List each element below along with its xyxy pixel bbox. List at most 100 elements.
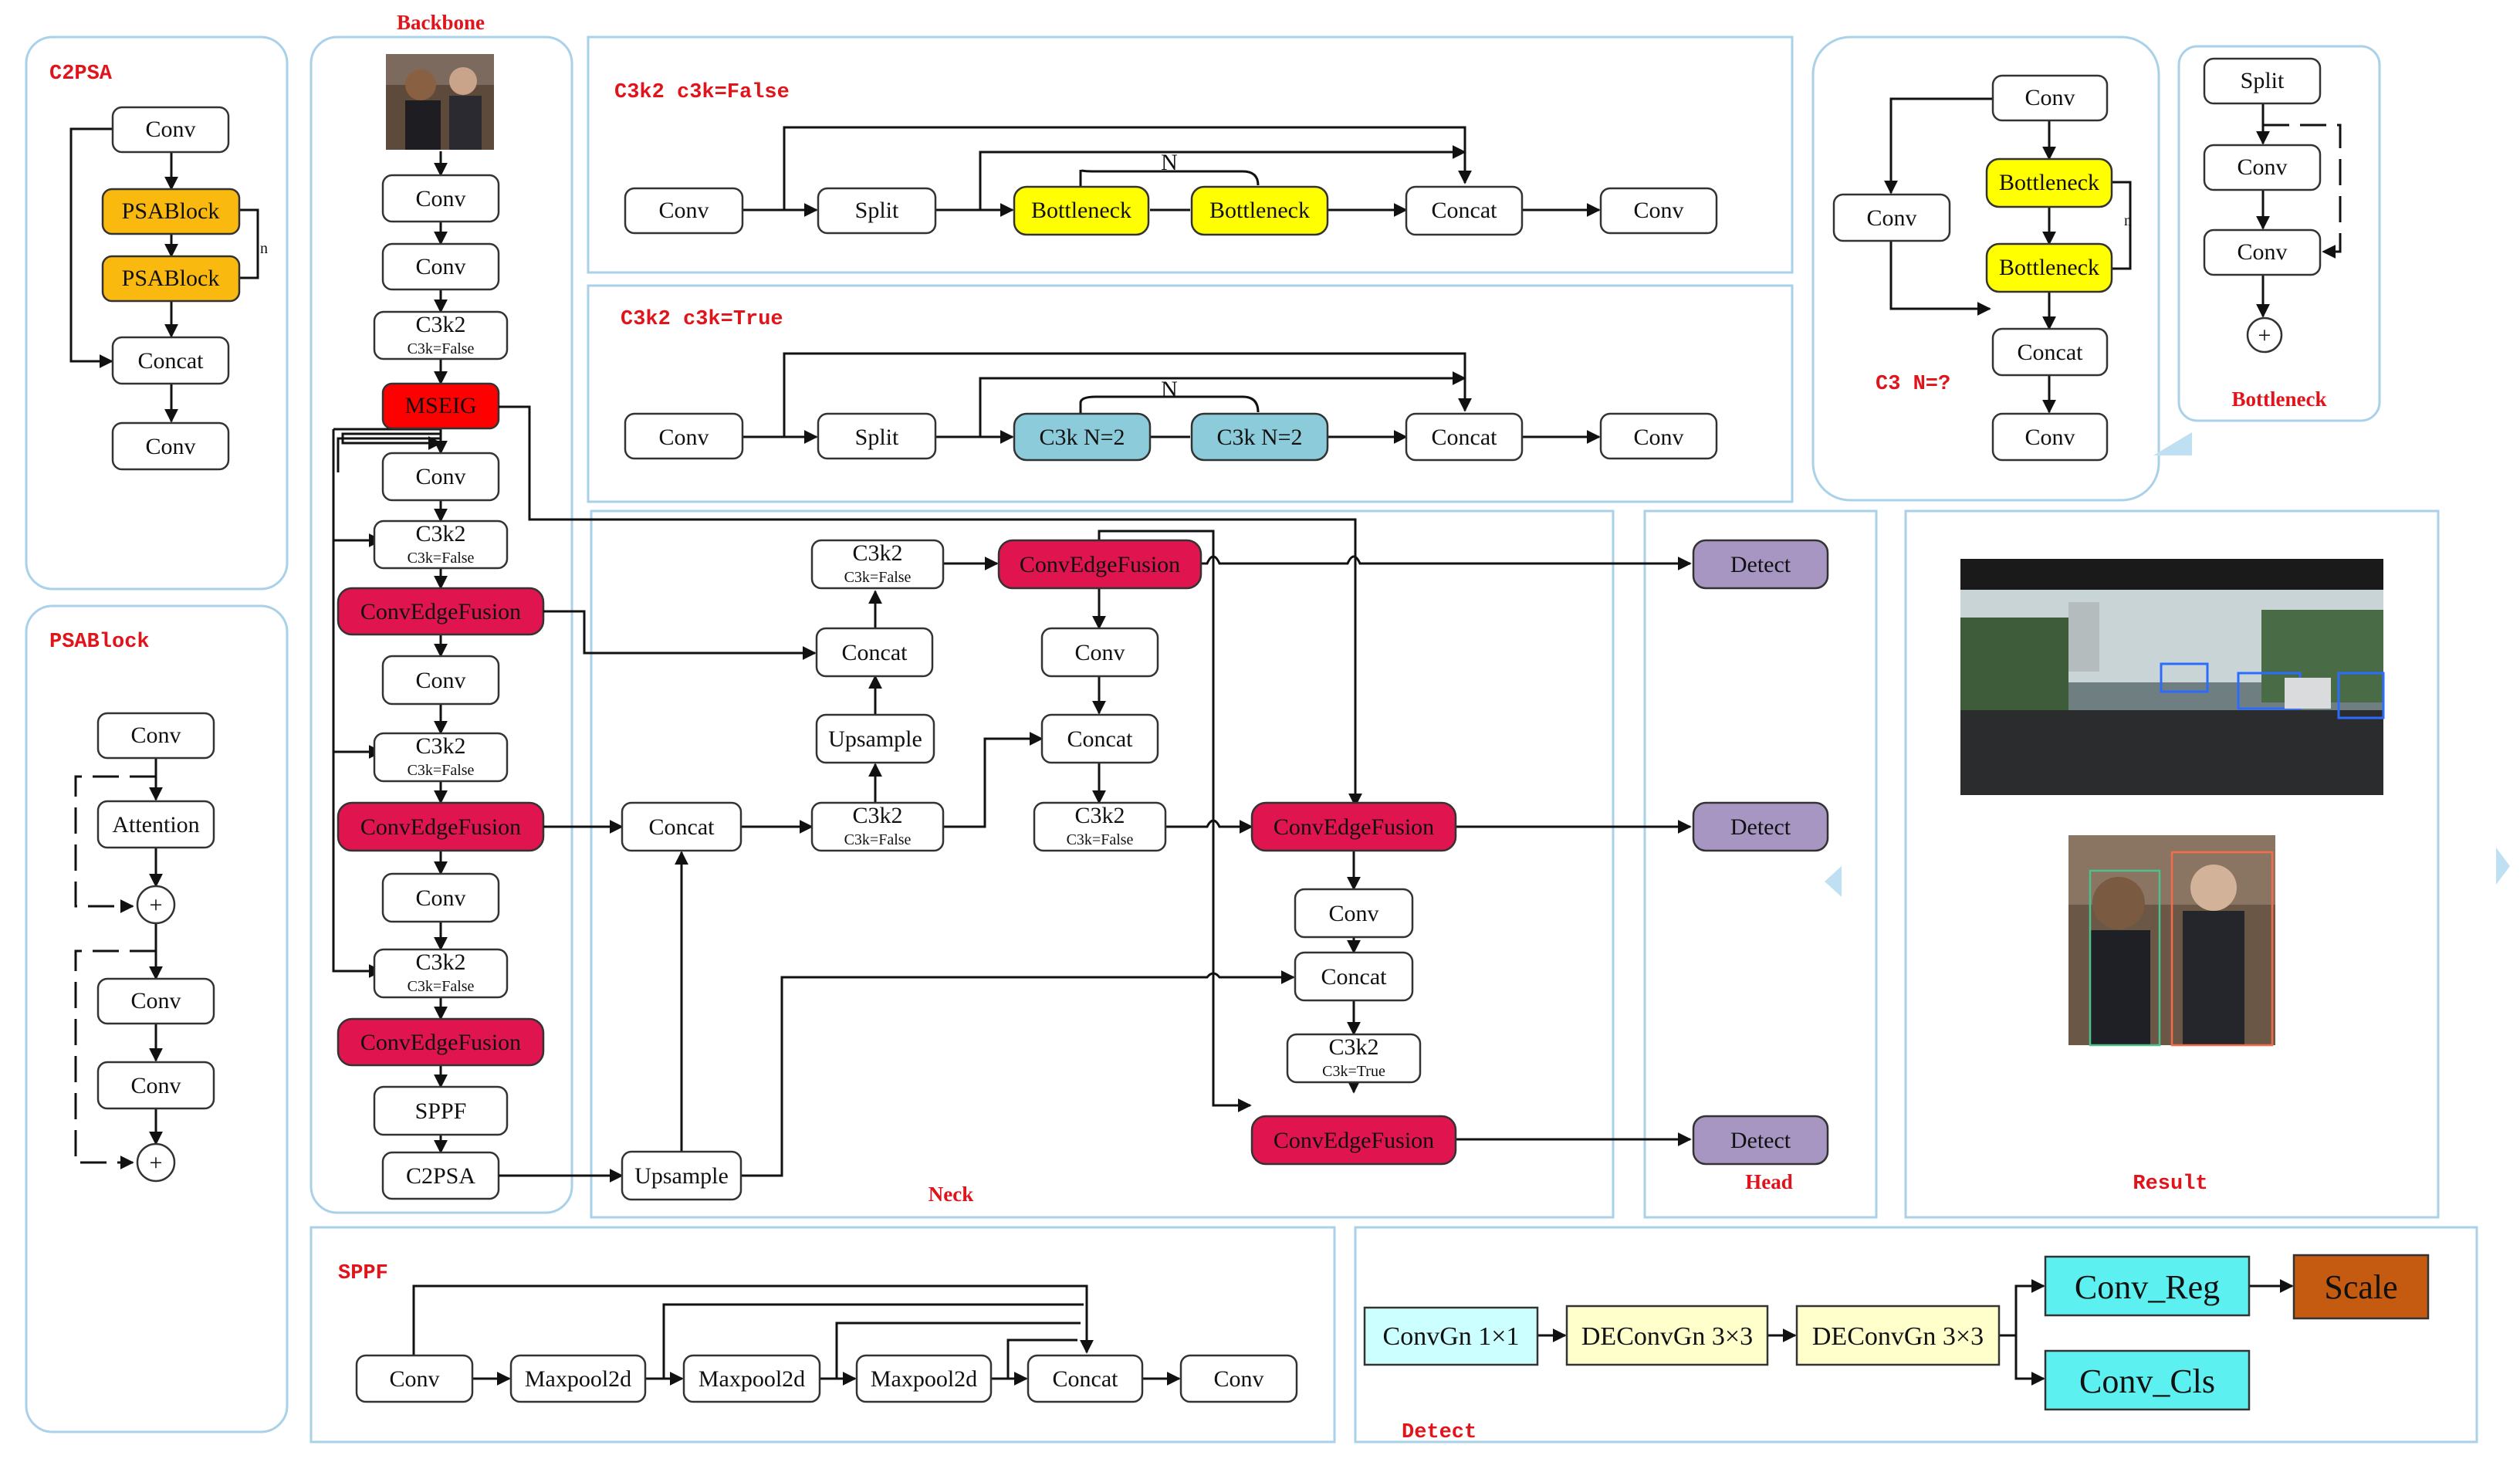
backbone-sppf: SPPF <box>415 1098 467 1124</box>
psablock-block: Conv Attention + Conv Conv + <box>74 712 215 1183</box>
backbone-mseig: MSEIG <box>404 393 476 418</box>
bottleneck-block: Split Conv Conv + <box>2203 57 2342 354</box>
c2psa-conv-bottom: Conv <box>145 434 195 459</box>
backbone-conv-2: Conv <box>415 254 465 279</box>
c3-block: n Conv Conv Bottleneck Bottleneck Concat… <box>1832 74 2132 462</box>
bottleneck-title: Bottleneck <box>2232 387 2327 411</box>
neck-conv-top: Conv <box>1074 640 1125 665</box>
neck-concat-top: Concat <box>842 640 908 665</box>
psablock-title: PSABlock <box>49 631 150 654</box>
c3-conv-bottom: Conv <box>2024 425 2075 450</box>
sppf-maxpool-1: Maxpool2d <box>525 1366 631 1392</box>
head-detect-2: Detect <box>1730 814 1791 840</box>
backbone-title: Backbone <box>397 11 485 34</box>
c3-triangle-decor <box>2153 432 2192 455</box>
c3k2-true-block: N Conv Split C3k N=2 C3k N=2 Concat Conv <box>624 352 1718 462</box>
neck-concat-lower: Concat <box>1321 964 1388 990</box>
c3-conv-top: Conv <box>2024 85 2075 110</box>
c2psa-n-label: n <box>260 240 268 257</box>
bottleneck-conv-1: Conv <box>2237 154 2287 180</box>
detect-conv-reg: Conv_Reg <box>2075 1268 2220 1306</box>
sppf-maxpool-3: Maxpool2d <box>871 1366 977 1392</box>
backbone-c3k2-3-sub: C3k=False <box>408 762 475 779</box>
neck-c3k2-lower: C3k2 <box>1328 1034 1378 1060</box>
c3-title: C3 N=? <box>1876 373 1950 396</box>
result-person-image <box>2068 835 2275 1047</box>
backbone-cef-2: ConvEdgeFusion <box>360 814 521 840</box>
c3k2f-bottleneck-1: Bottleneck <box>1031 198 1131 223</box>
c3k2t-c3k-2: C3k N=2 <box>1216 425 1302 450</box>
c3k2t-split: Split <box>855 425 899 450</box>
backbone-conv-5: Conv <box>415 885 465 911</box>
psablock-attention: Attention <box>112 812 199 838</box>
backbone-c3k2-3: C3k2 <box>415 733 465 759</box>
c3k2f-split: Split <box>855 198 899 223</box>
backbone-conv-1: Conv <box>415 186 465 212</box>
backbone-c3k2-4-sub: C3k=False <box>408 978 475 995</box>
backbone-c3k2-4: C3k2 <box>415 949 465 975</box>
c3k2-false-title: C3k2 c3k=False <box>614 81 790 104</box>
c3k2f-conv-in: Conv <box>658 198 709 223</box>
c3k2t-conv-out: Conv <box>1633 425 1683 450</box>
head-block: Detect Detect Detect <box>1692 539 1829 1166</box>
backbone-c3k2-2-sub: C3k=False <box>408 550 475 567</box>
backbone-cef-3: ConvEdgeFusion <box>360 1030 521 1055</box>
neck-upsample-bottom: Upsample <box>634 1163 729 1189</box>
psablock-add-1: + <box>150 892 163 918</box>
head-triangle-decor <box>1825 866 1842 897</box>
neck-c3k2-mid-sub: C3k=False <box>844 831 912 848</box>
c3k2-false-panel <box>587 36 1794 274</box>
c2psa-conv-top: Conv <box>145 117 195 142</box>
result-road-image <box>1960 559 2385 795</box>
head-panel <box>1643 509 1878 1219</box>
c2psa-psablock-2: PSABlock <box>122 266 220 291</box>
sppf-block: Conv Maxpool2d Maxpool2d Maxpool2d Conca… <box>355 1284 1298 1403</box>
backbone-block: Conv Conv C3k2 C3k=False MSEIG Conv C3k2… <box>332 54 545 1200</box>
neck-c3k2-top-sub: C3k=False <box>844 569 912 586</box>
c2psa-block: n Conv PSABlock PSABlock Concat Conv <box>69 106 268 471</box>
c3k2f-concat: Concat <box>1432 198 1498 223</box>
c3k2-false-block: N Conv Split Bottleneck Bottleneck Conca… <box>624 126 1718 236</box>
sppf-title: SPPF <box>338 1262 388 1285</box>
detect-block: ConvGn 1×1 DEConvGn 3×3 DEConvGn 3×3 Con… <box>1363 1254 2430 1411</box>
head-title: Head <box>1745 1170 1793 1193</box>
neck-cef-top: ConvEdgeFusion <box>1020 552 1180 577</box>
backbone-input-image <box>386 54 494 150</box>
neck-c3k2-top: C3k2 <box>852 540 902 566</box>
backbone-c2psa: C2PSA <box>406 1163 475 1189</box>
backbone-conv-3: Conv <box>415 464 465 489</box>
neck-c3k2-midright: C3k2 <box>1074 803 1125 828</box>
psablock-conv-mid: Conv <box>130 988 181 1014</box>
backbone-c3k2-2: C3k2 <box>415 521 465 547</box>
c3k2-true-n: N <box>1161 377 1178 402</box>
result-title: Result <box>2133 1173 2207 1196</box>
neck-upsample-mid: Upsample <box>828 726 922 752</box>
detect-conv-cls: Conv_Cls <box>2079 1362 2215 1400</box>
c3-conv-left: Conv <box>1866 205 1916 231</box>
c3k2-true-title: C3k2 c3k=True <box>621 308 783 331</box>
detect-title: Detect <box>1402 1421 1476 1444</box>
c3-bottleneck-1: Bottleneck <box>1999 170 2099 195</box>
c3-n-label: n <box>2124 212 2132 229</box>
backbone-c3k2-1-sub: C3k=False <box>408 340 475 357</box>
detect-scale: Scale <box>2324 1268 2397 1306</box>
neck-c3k2-lower-sub: C3k=True <box>1322 1063 1385 1080</box>
detect-convgn: ConvGn 1×1 <box>1383 1322 1520 1351</box>
c3k2t-concat: Concat <box>1432 425 1498 450</box>
head-detect-3: Detect <box>1730 1128 1791 1153</box>
detect-deconvgn-2: DEConvGn 3×3 <box>1812 1322 1984 1351</box>
sppf-concat: Concat <box>1053 1366 1119 1392</box>
bottleneck-conv-2: Conv <box>2237 239 2287 265</box>
c3k2-false-n: N <box>1161 150 1178 175</box>
psablock-add-2: + <box>150 1150 163 1176</box>
sppf-conv-out: Conv <box>1213 1366 1263 1392</box>
backbone-c3k2-1: C3k2 <box>415 312 465 337</box>
neck-concat-midright: Concat <box>1067 726 1134 752</box>
sppf-maxpool-2: Maxpool2d <box>698 1366 805 1392</box>
c2psa-psablock-1: PSABlock <box>122 198 220 224</box>
c3k2f-bottleneck-2: Bottleneck <box>1209 198 1310 223</box>
neck-conv-lower: Conv <box>1328 901 1378 926</box>
right-triangle-decor <box>2496 848 2510 885</box>
bottleneck-split: Split <box>2241 68 2285 93</box>
